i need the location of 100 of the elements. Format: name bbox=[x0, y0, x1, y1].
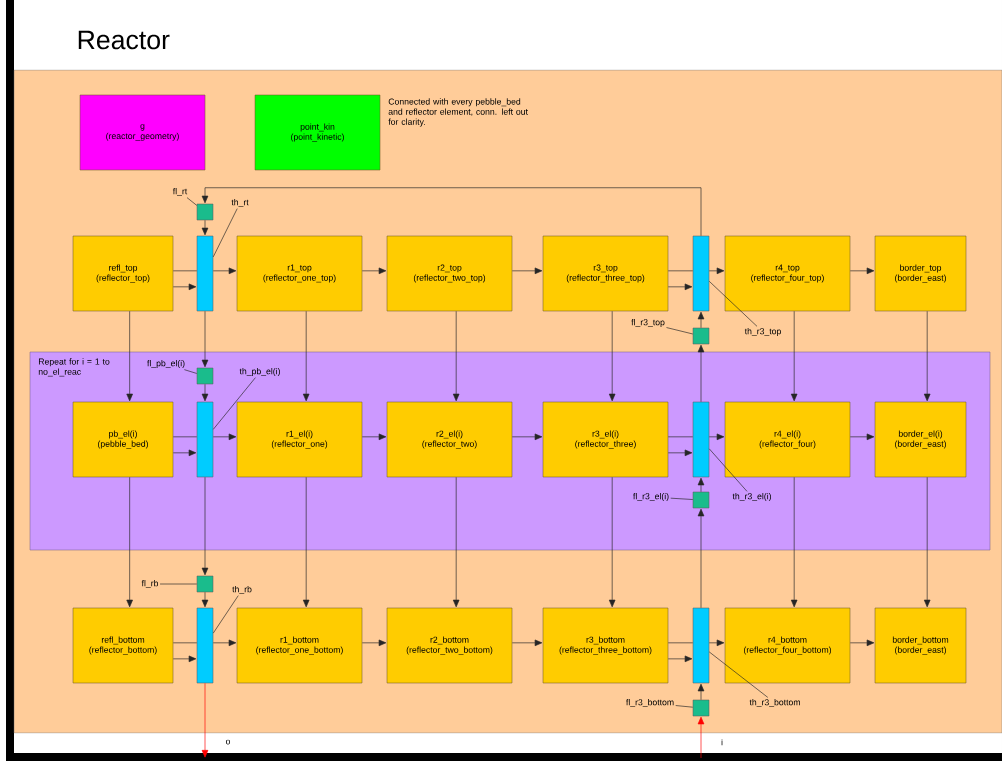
arrow bbox=[849, 267, 875, 275]
arrow bbox=[511, 639, 543, 647]
arrow bbox=[667, 283, 693, 291]
arrow bbox=[361, 433, 387, 441]
arrow bbox=[608, 476, 616, 608]
leader-line bbox=[708, 651, 769, 698]
leader-line bbox=[212, 595, 239, 634]
component-box: refl_top (reflector_top) bbox=[72, 235, 174, 312]
arrow bbox=[708, 639, 725, 647]
arrow bbox=[849, 433, 875, 441]
arrow bbox=[302, 476, 310, 608]
arrow bbox=[849, 639, 875, 647]
component-box: r2_el(i) (reflector_two) bbox=[386, 401, 513, 478]
port-label: th_r3_top bbox=[744, 327, 781, 337]
component-box: r2_top (reflector_two_top) bbox=[386, 235, 513, 312]
component-box: r3_bottom (reflector_three_bottom) bbox=[542, 607, 669, 684]
connector-bar bbox=[196, 607, 214, 684]
connector-bar bbox=[196, 235, 214, 312]
arrow bbox=[126, 310, 133, 402]
arrow bbox=[790, 310, 798, 402]
arrow bbox=[697, 477, 705, 493]
io-label: i bbox=[721, 738, 723, 746]
arrow bbox=[697, 683, 705, 701]
component-box: r1_top (reflector_one_top) bbox=[236, 235, 363, 312]
arrow bbox=[790, 476, 798, 608]
arrow bbox=[201, 682, 209, 758]
component-box: g (reactor_geometry) bbox=[79, 94, 206, 171]
arrow bbox=[126, 476, 133, 608]
connector-bar bbox=[692, 235, 710, 312]
arrow bbox=[697, 344, 705, 403]
arrow bbox=[697, 716, 705, 759]
arrow bbox=[212, 639, 237, 647]
arrow bbox=[667, 449, 693, 457]
arrow bbox=[302, 310, 310, 402]
leader-line bbox=[184, 369, 198, 374]
leader-line bbox=[159, 583, 198, 585]
component-box: r1_el(i) (reflector_one) bbox=[236, 401, 363, 478]
arrow bbox=[608, 310, 616, 402]
arrow bbox=[212, 433, 237, 441]
port-label: fl_pb_el(i) bbox=[147, 359, 185, 369]
arrow bbox=[452, 476, 460, 608]
component-box: r4_bottom (reflector_four_bottom) bbox=[724, 607, 851, 684]
port-label: fl_rt bbox=[172, 188, 188, 196]
arrow bbox=[212, 267, 237, 275]
component-box: border_top (border_east) bbox=[874, 235, 967, 312]
arrow bbox=[923, 310, 931, 402]
port-label: fl_r3_top bbox=[631, 318, 665, 328]
arrow bbox=[172, 449, 197, 457]
port-label: th_pb_el(i) bbox=[239, 367, 280, 377]
arrow bbox=[361, 267, 387, 275]
small-square bbox=[196, 203, 214, 221]
io-label: o bbox=[225, 739, 231, 745]
leader-line bbox=[212, 377, 256, 430]
arrow bbox=[697, 311, 705, 329]
arrow bbox=[201, 187, 702, 237]
arrow bbox=[201, 310, 209, 368]
port-label: th_rb bbox=[232, 586, 252, 594]
component-box: r2_bottom (reflector_two_bottom) bbox=[386, 607, 513, 684]
component-box: r4_el(i) (reflector_four) bbox=[724, 401, 851, 478]
arrow bbox=[667, 655, 693, 663]
port-label: th_r3_el(i) bbox=[732, 493, 771, 502]
leader-line bbox=[666, 327, 694, 335]
leader-line bbox=[212, 208, 238, 258]
small-square bbox=[692, 699, 710, 717]
port-label: fl_r3_el(i) bbox=[633, 493, 669, 502]
leader-line bbox=[186, 197, 198, 206]
arrow bbox=[201, 219, 209, 236]
port-label: th_r3_bottom bbox=[749, 699, 800, 707]
arrow bbox=[361, 639, 387, 647]
component-box: r3_top (reflector_three_top) bbox=[542, 235, 669, 312]
arrow bbox=[708, 267, 725, 275]
arrow bbox=[923, 476, 931, 608]
leader-line bbox=[675, 705, 694, 708]
component-box: refl_bottom (reflector_bottom) bbox=[72, 607, 174, 684]
leader-line bbox=[670, 497, 694, 500]
title: Reactor bbox=[78, 30, 170, 50]
arrow bbox=[697, 508, 705, 609]
component-box: r4_top (reflector_four_top) bbox=[724, 235, 851, 312]
port-label: fl_rb bbox=[141, 580, 159, 588]
arrow bbox=[511, 433, 543, 441]
arrow bbox=[708, 433, 725, 441]
leader-line bbox=[708, 448, 748, 492]
component-box: r1_bottom (reflector_one_bottom) bbox=[236, 607, 363, 684]
component-box: r3_el(i) (reflector_three) bbox=[542, 401, 669, 478]
arrow bbox=[172, 283, 197, 291]
small-square bbox=[196, 367, 214, 385]
port-label: fl_r3_bottom bbox=[626, 699, 674, 707]
arrow bbox=[201, 476, 209, 576]
arrow bbox=[201, 591, 209, 608]
arrow bbox=[452, 310, 460, 402]
small-square bbox=[692, 491, 710, 509]
component-box: point_kin (point_kinetic) bbox=[254, 94, 381, 171]
connector-bar bbox=[196, 401, 214, 478]
connector-bar bbox=[692, 401, 710, 478]
port-label: th_rt bbox=[231, 199, 249, 207]
component-box: pb_el(i) (pebble_bed) bbox=[72, 401, 174, 478]
component-box: border_el(i) (border_east) bbox=[874, 401, 967, 478]
component-box: border_bottom (border_east) bbox=[874, 607, 967, 684]
note-text: Connected with every pebble_bed and reflector element, conn. left out for clarity. bbox=[388, 98, 528, 127]
arrow bbox=[511, 267, 543, 275]
